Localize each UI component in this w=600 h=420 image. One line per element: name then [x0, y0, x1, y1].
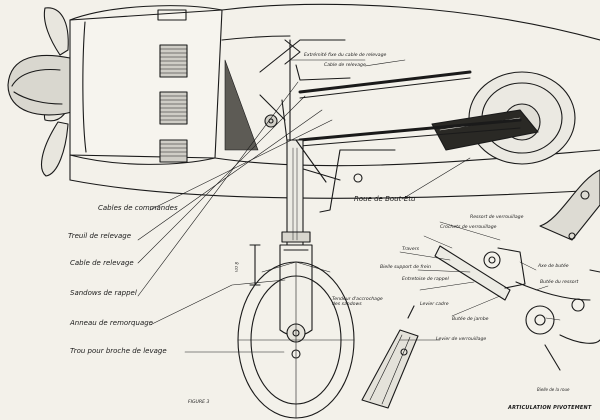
figure-caption: ARTICULATION PIVOTEMENT — [508, 405, 592, 411]
label-anneau: Anneau de remorquage — [70, 319, 153, 327]
dimension-label: 8 cm — [234, 262, 239, 272]
label-traverse: Travers — [402, 247, 419, 252]
retracted-wheel — [431, 71, 576, 165]
label-sandows: Sandows de rappel — [70, 289, 137, 297]
label-cable-relevage-top: Cable de relevage — [324, 63, 366, 68]
towing-lever-detail — [361, 305, 419, 409]
engine-cowling — [69, 5, 223, 165]
retraction-struts — [259, 39, 522, 213]
label-butee-jambe: Butée de jambe — [452, 317, 489, 322]
detail-leaders — [399, 221, 561, 341]
label-entretoise: Entretoise de rappel — [402, 277, 449, 282]
label-trou-broche: Trou pour broche de levage — [70, 347, 167, 355]
plate-number: FIGURE 3 — [188, 400, 210, 405]
fuselage-outline — [69, 3, 600, 199]
label-levier-verrouillage: Levier de verrouillage — [436, 337, 487, 342]
label-extremite-cable: Extrémité fixe du cable de relevage — [304, 53, 387, 58]
label-tendeur: Tendeur d'accrochage des sandows — [332, 297, 383, 307]
dimension-bracket — [249, 244, 261, 286]
inset-note: Bielle de la roue — [537, 387, 570, 392]
leader-lines — [137, 59, 471, 353]
label-cable-relevage: Cable de relevage — [70, 259, 134, 267]
label-levier-cadre: Levier cadre — [420, 302, 449, 307]
label-cables-commandes: Cables de commandes — [98, 204, 178, 212]
label-ressort: Ressort de verrouillage — [470, 215, 524, 220]
landing-gear-leg — [279, 139, 327, 359]
label-crochets: Crochets de verrouillage — [440, 225, 497, 230]
cooling-louvres — [159, 44, 188, 163]
locking-mechanism-detail — [434, 169, 600, 371]
main-wheel — [237, 261, 355, 419]
label-treuil: Treuil de relevage — [68, 232, 132, 240]
label-axe-butee: Axe de butée — [538, 264, 569, 269]
label-bielle-support: Bielle support de frein — [380, 265, 431, 270]
propeller — [7, 7, 73, 177]
label-butee-ressort: Butée du ressort — [540, 280, 579, 285]
label-roue-bout: Roue de Bout-Etu — [354, 195, 416, 203]
